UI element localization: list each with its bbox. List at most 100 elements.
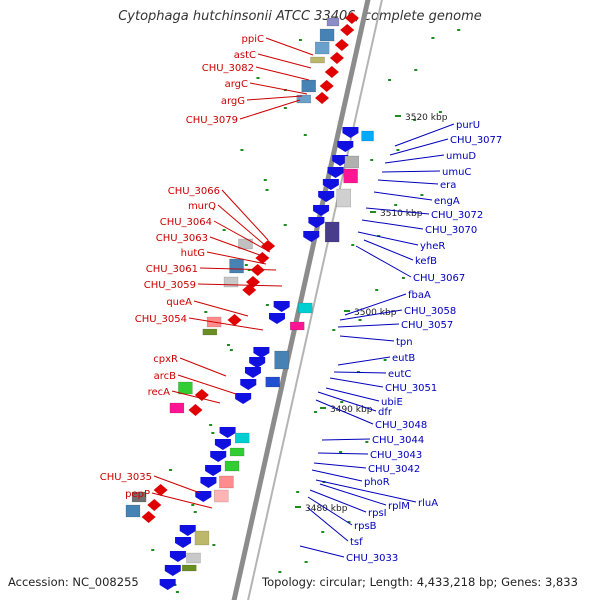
gene-label-reverse: ppiC <box>242 34 264 45</box>
reverse-gene-arrow <box>344 12 359 24</box>
gene-box <box>169 402 185 414</box>
gene-box <box>125 504 141 518</box>
gene-label-forward: phoR <box>364 477 390 488</box>
gene-label-reverse: argG <box>221 96 245 107</box>
gene-label-forward: CHU_3077 <box>450 135 502 146</box>
forward-gene-arrow <box>200 477 217 488</box>
gene-box <box>336 188 351 208</box>
topology-label: Topology: circular; Length: 4,433,218 bp… <box>262 575 578 589</box>
gene-box <box>229 447 245 457</box>
label-leader-line <box>179 357 227 377</box>
gene-box <box>289 321 305 331</box>
forward-gene-arrow <box>244 367 261 378</box>
gene-label-forward: CHU_3044 <box>372 435 424 446</box>
gene-box <box>326 17 340 27</box>
label-leader-line <box>315 479 417 503</box>
forward-gene-arrow <box>253 347 270 358</box>
gene-label-reverse: cpxR <box>153 354 178 365</box>
gene-label-reverse: CHU_3063 <box>156 233 208 244</box>
label-leader-line <box>307 507 349 542</box>
gene-label-reverse: CHU_3079 <box>186 115 238 126</box>
label-leader-line <box>317 452 369 455</box>
label-leader-line <box>307 496 353 526</box>
gene-label-forward: eutB <box>392 353 415 364</box>
gene-label-forward: umuC <box>442 167 471 178</box>
gene-label-reverse: CHU_3061 <box>146 264 198 275</box>
forward-gene-arrow <box>342 127 359 138</box>
gene-box <box>229 258 244 274</box>
label-leader-line <box>257 53 312 69</box>
forward-gene-arrow <box>327 167 344 178</box>
gene-label-forward: CHU_3072 <box>431 210 483 221</box>
gene-box <box>314 41 330 55</box>
label-leader-line <box>313 462 367 469</box>
gene-label-forward: CHU_3033 <box>346 553 398 564</box>
forward-gene-arrow <box>268 313 285 324</box>
gene-box <box>181 564 197 572</box>
reverse-gene-arrow <box>255 252 270 264</box>
forward-gene-arrow <box>332 155 349 166</box>
forward-gene-arrow <box>169 551 186 562</box>
gene-label-forward: rpsI <box>368 508 387 519</box>
gene-label-reverse: murQ <box>188 201 216 212</box>
gene-label-reverse: CHU_3054 <box>135 314 187 325</box>
gene-label-reverse: pepP <box>125 489 150 500</box>
reverse-gene-arrow <box>141 511 156 523</box>
label-leader-line <box>321 438 371 441</box>
gene-label-forward: CHU_3043 <box>370 450 422 461</box>
label-leader-line <box>188 317 264 331</box>
gene-label-reverse: CHU_3035 <box>100 472 152 483</box>
gene-label-forward: engA <box>434 196 460 207</box>
reverse-gene-arrow <box>315 92 330 104</box>
label-leader-line <box>329 377 384 388</box>
gene-label-forward: CHU_3057 <box>401 320 453 331</box>
gene-label-reverse: arcB <box>154 371 177 382</box>
label-leader-line <box>394 123 455 147</box>
label-leader-line <box>377 179 439 185</box>
gene-label-forward: yheR <box>420 241 445 252</box>
label-leader-line <box>373 191 433 201</box>
forward-gene-arrow <box>214 439 231 450</box>
forward-gene-arrow <box>303 231 320 242</box>
label-leader-line <box>197 283 283 287</box>
label-leader-line <box>355 245 412 278</box>
gene-label-reverse: hutG <box>181 248 205 259</box>
gene-label-forward: rplM <box>388 501 410 512</box>
label-leader-line <box>325 387 380 402</box>
label-leader-line <box>177 374 237 395</box>
gene-label-forward: CHU_3070 <box>425 225 477 236</box>
label-leader-line <box>206 251 267 265</box>
label-leader-line <box>171 390 221 404</box>
gene-label-forward: purU <box>456 120 480 131</box>
gene-box <box>274 350 289 370</box>
reverse-gene-arrow <box>340 24 355 36</box>
gene-label-forward: CHU_3042 <box>368 464 420 475</box>
forward-gene-arrow <box>219 427 236 438</box>
gene-label-forward: era <box>440 180 456 191</box>
label-leader-line <box>299 545 345 558</box>
label-leader-line <box>249 82 308 95</box>
label-leader-line <box>361 219 424 230</box>
label-leader-line <box>319 483 387 506</box>
reverse-gene-arrow <box>319 80 334 92</box>
label-leader-line <box>221 189 269 241</box>
gene-box <box>194 530 210 546</box>
reverse-gene-arrow <box>153 484 168 496</box>
label-leader-line <box>339 335 395 342</box>
label-leader-line <box>333 371 387 374</box>
forward-gene-arrow <box>308 217 325 228</box>
label-leader-line <box>339 309 403 321</box>
gene-box <box>238 238 253 250</box>
gene-label-forward: kefB <box>415 256 437 267</box>
label-leader-line <box>193 300 249 317</box>
gene-box <box>202 328 218 336</box>
accession-label: Accession: NC_008255 <box>8 575 139 589</box>
label-leader-line <box>199 267 277 271</box>
gene-box <box>301 79 316 93</box>
gene-box <box>297 302 313 314</box>
label-leader-line <box>255 66 310 81</box>
gene-label-reverse: CHU_3064 <box>160 217 212 228</box>
forward-gene-arrow <box>249 357 266 368</box>
forward-gene-arrow <box>205 465 222 476</box>
reverse-gene-arrow <box>147 499 162 511</box>
